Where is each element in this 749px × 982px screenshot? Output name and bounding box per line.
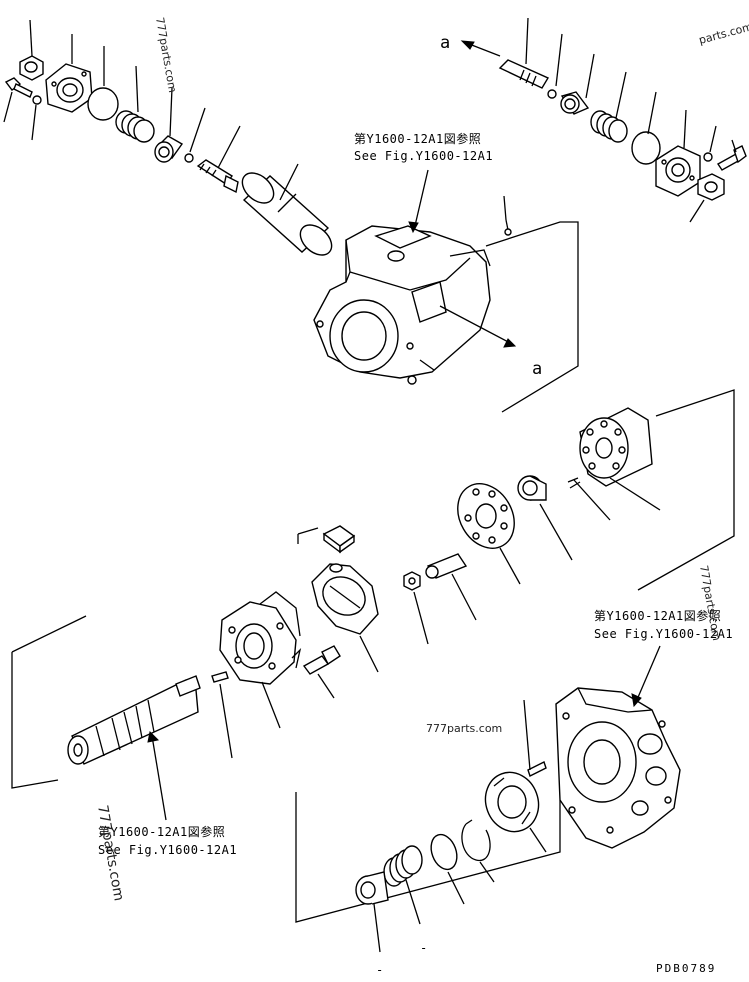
reference-en-shaft: See Fig.Y1600-12A1 [98, 843, 237, 857]
reference-ja-upper: 第Y1600-12A1図参照 [354, 131, 481, 146]
bearing-spring-part[interactable] [383, 845, 423, 887]
cylinder-sleeve-part[interactable] [237, 167, 338, 261]
ring-part[interactable] [427, 831, 462, 873]
reference-label-upper: 第Y1600-12A1図参照 See Fig.Y1600-12A1 [354, 131, 493, 163]
reference-en-upper: See Fig.Y1600-12A1 [354, 149, 493, 163]
swash-plate-part[interactable] [311, 563, 379, 635]
small-nut-part[interactable] [403, 571, 421, 591]
spring-part[interactable] [115, 110, 155, 143]
watermark-top-left: 777parts.com [153, 16, 179, 93]
bolt-part[interactable] [4, 77, 33, 98]
cradle-part[interactable] [219, 591, 302, 685]
nut-part-right[interactable] [697, 173, 725, 201]
pin-part[interactable] [504, 228, 512, 236]
valve-plate-part[interactable] [477, 765, 546, 839]
reference-ja-shaft: 第Y1600-12A1図参照 [98, 824, 225, 839]
reference-en-cover: See Fig.Y1600-12A1 [594, 627, 733, 641]
key-part[interactable] [322, 525, 356, 554]
plunger-part[interactable] [196, 159, 239, 194]
reference-label-shaft: 第Y1600-12A1図参照 See Fig.Y1600-12A1 [98, 824, 237, 857]
reference-label-cover: 第Y1600-12A1図参照 See Fig.Y1600-12A1 [594, 608, 733, 641]
washer-part[interactable] [32, 95, 42, 105]
flange-cover-part-right[interactable] [655, 145, 701, 197]
washer-part-right[interactable] [703, 152, 713, 162]
o-ring-part-right[interactable] [631, 131, 661, 165]
bolt-part-right[interactable] [716, 145, 747, 171]
upper-left-parts-group [3, 19, 338, 261]
sleeve-part[interactable] [154, 135, 184, 163]
dowel-pin-part[interactable] [211, 671, 229, 683]
flange-cover-part[interactable] [45, 63, 93, 113]
cradle-bolt-part[interactable] [302, 645, 341, 675]
minus-mark-1: - [420, 941, 428, 955]
view-marker-upper: a [440, 33, 450, 53]
retainer-plate-part[interactable] [446, 474, 525, 559]
o-ring-part[interactable] [87, 87, 119, 121]
sleeve-part-right[interactable] [560, 91, 590, 115]
spring-part-right[interactable] [590, 110, 628, 143]
guide-sleeve-part[interactable] [425, 553, 468, 579]
upper-right-parts-group: a [440, 17, 747, 223]
drawing-code: PDB0789 [656, 962, 716, 975]
cylinder-block-part[interactable] [579, 407, 653, 487]
watermark-top-right: parts.com [697, 20, 749, 47]
drive-shaft-part[interactable] [67, 675, 201, 765]
pump-housing-part[interactable] [313, 225, 491, 385]
snap-ring-part[interactable] [461, 819, 491, 862]
end-cover-part[interactable] [555, 687, 681, 849]
view-marker-lower: a [532, 359, 542, 379]
minus-mark-2: - [376, 963, 384, 977]
valve-plunger-part[interactable] [498, 59, 550, 89]
watermark-center: 777parts.com [426, 722, 502, 735]
nut-part[interactable] [19, 55, 44, 81]
ball-part-right[interactable] [547, 89, 557, 99]
bearing-part[interactable] [355, 871, 389, 905]
ball-part[interactable] [184, 153, 194, 163]
cover-pin-part[interactable] [527, 761, 547, 777]
bushing-part[interactable] [517, 475, 547, 501]
reference-ja-cover: 第Y1600-12A1図参照 [594, 608, 721, 623]
